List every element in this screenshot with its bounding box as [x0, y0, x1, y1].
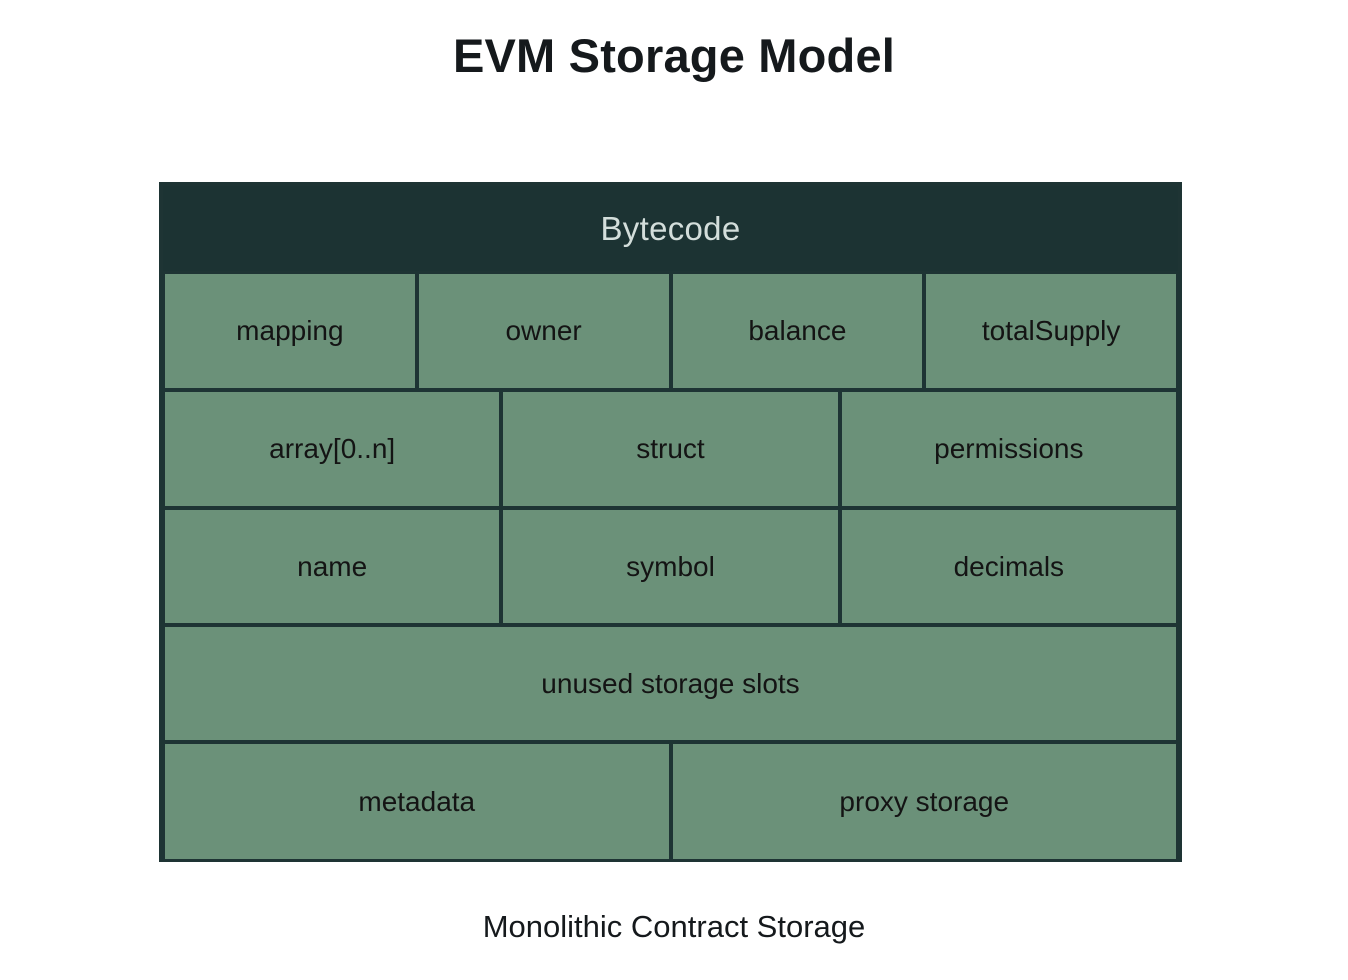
storage-slot-label: array[0..n]	[269, 433, 396, 464]
bytecode-header-band: Bytecode	[163, 186, 1178, 271]
storage-slot-symbol: symbol	[501, 508, 840, 625]
storage-row-5: metadata proxy storage	[163, 742, 1178, 862]
storage-slot-label: mapping	[236, 315, 344, 346]
storage-slot-label: owner	[505, 315, 582, 346]
storage-slot-balance: balance	[670, 272, 925, 390]
storage-slot-label: permissions	[934, 433, 1084, 464]
storage-slot-label: struct	[636, 433, 705, 464]
storage-slot-struct: struct	[501, 390, 840, 508]
storage-slot-label: symbol	[626, 550, 715, 582]
storage-row-2: array[0..n] struct permissions	[163, 390, 1178, 508]
storage-diagram: Bytecode mapping owner balance totalSupp…	[159, 182, 1182, 862]
storage-row-3: name symbol decimals	[163, 508, 1178, 625]
storage-slot-label: balance	[748, 315, 847, 346]
page-title: EVM Storage Model	[452, 29, 896, 82]
diagram-caption: Monolithic Contract Storage	[482, 909, 866, 944]
storage-slot-mapping: mapping	[163, 272, 417, 390]
storage-slot-label: totalSupply	[981, 315, 1121, 346]
storage-slot-label: metadata	[358, 785, 476, 817]
storage-slot-array: array[0..n]	[163, 390, 502, 508]
storage-slot-label: decimals	[953, 550, 1065, 582]
storage-slot-proxy: proxy storage	[670, 742, 1178, 861]
storage-slot-label: proxy storage	[839, 785, 1010, 817]
storage-slot-totalsupply: totalSupply	[924, 272, 1178, 390]
storage-row-4: unused storage slots	[163, 625, 1178, 742]
storage-slot-metadata: metadata	[163, 742, 671, 861]
storage-row-1: mapping owner balance totalSupply	[163, 271, 1178, 390]
bytecode-label: Bytecode	[600, 209, 741, 247]
storage-slot-label: unused storage slots	[541, 667, 800, 699]
storage-slot-permissions: permissions	[839, 390, 1178, 508]
storage-slot-name: name	[163, 508, 502, 625]
storage-slot-owner: owner	[416, 272, 671, 390]
storage-slot-unused: unused storage slots	[163, 625, 1178, 742]
storage-slot-decimals: decimals	[839, 508, 1178, 625]
storage-slot-label: name	[297, 550, 368, 582]
